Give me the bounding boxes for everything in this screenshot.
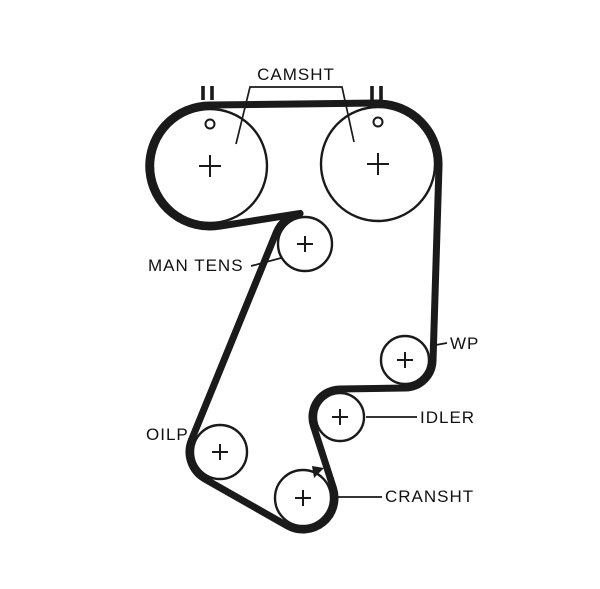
oilp-leader-line: [188, 440, 196, 446]
idler-center-cross-icon: [332, 409, 348, 425]
crankshaft-timing-arrow-icon: [312, 466, 324, 478]
crankshaft-center-cross-icon: [295, 490, 311, 506]
camshaft-left-timing-dot-icon: [204, 118, 216, 130]
timing-belt: [145, 99, 443, 534]
camshaft-left-center-cross-icon: [199, 155, 221, 177]
label-man-tens: MAN TENS: [148, 256, 244, 275]
oil-pump-center-cross-icon: [212, 444, 228, 460]
camshaft-left-alignment-mark-icon: [201, 86, 214, 100]
water-pump-center-cross-icon: [397, 352, 413, 368]
wp-leader-line: [429, 342, 448, 347]
camshaft-right-center-cross-icon: [367, 153, 389, 175]
label-camshaft: CAMSHT: [257, 65, 335, 84]
tensioner-center-cross-icon: [297, 236, 313, 252]
label-cransht: CRANSHT: [385, 487, 474, 506]
camshaft-right-alignment-mark-icon: [370, 86, 383, 100]
man-tens-leader-line: [250, 257, 282, 267]
label-idler: IDLER: [420, 408, 475, 427]
camshaft-label-bracket: [235, 86, 355, 145]
label-oilp: OILP: [146, 425, 189, 444]
label-wp: WP: [450, 334, 479, 353]
camshaft-right-timing-dot-icon: [372, 116, 384, 128]
